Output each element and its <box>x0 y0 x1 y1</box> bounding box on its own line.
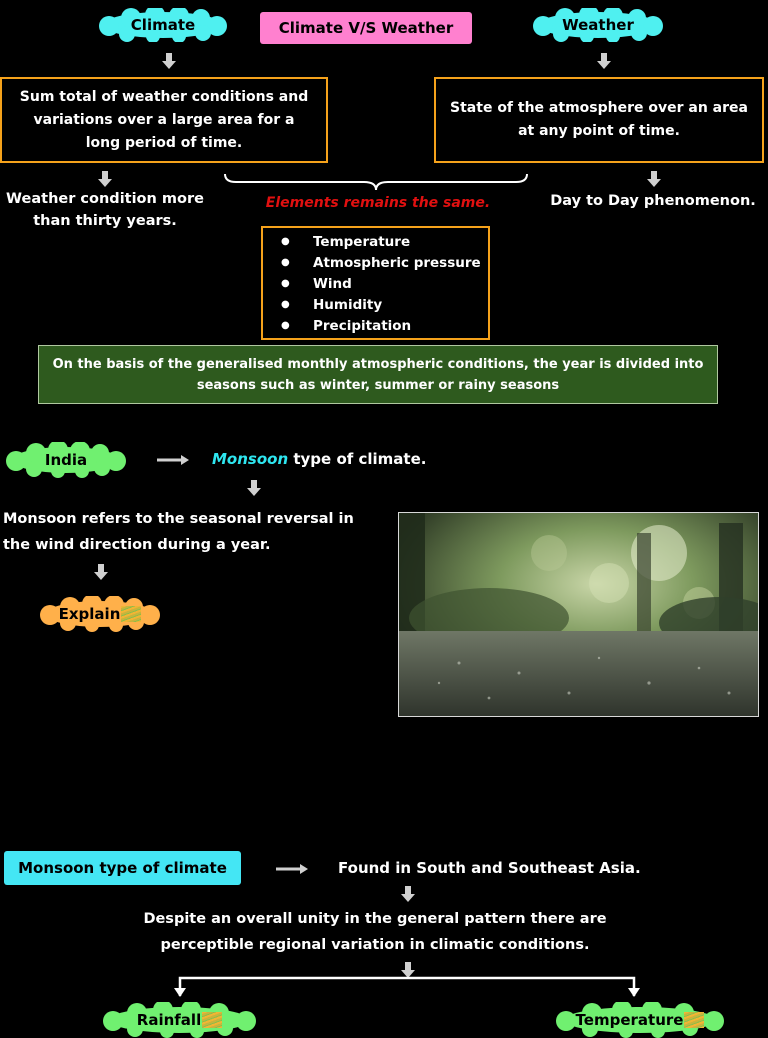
monsoon-definition: Monsoon refers to the seasonal reversal … <box>3 506 383 558</box>
seasons-note: On the basis of the generalised monthly … <box>51 354 705 396</box>
rain-photo <box>398 512 759 717</box>
arrow-down-icon <box>401 886 415 902</box>
monsoon-climate-box: Monsoon type of climate <box>4 851 241 885</box>
temperature-cloud[interactable]: Temperature <box>550 1002 730 1038</box>
temperature-button[interactable]: Temperature <box>550 1002 730 1038</box>
element-item: ●Temperature <box>281 231 488 252</box>
climate-definition: Sum total of weather conditions and vari… <box>14 86 314 155</box>
elements-title: Elements remains the same. <box>258 192 498 214</box>
element-item-label: Wind <box>313 276 352 292</box>
arrow-down-icon <box>98 171 112 187</box>
elements-list: ●Temperature●Atmospheric pressure●Wind●H… <box>281 231 488 336</box>
element-item-label: Atmospheric pressure <box>313 255 481 271</box>
climate-definition-box: Sum total of weather conditions and vari… <box>0 77 328 163</box>
seasons-box: On the basis of the generalised monthly … <box>38 345 718 404</box>
weather-definition-box: State of the atmosphere over an area at … <box>434 77 764 163</box>
arrow-down-icon <box>162 53 176 69</box>
element-item: ●Precipitation <box>281 315 488 336</box>
weather-cloud: Weather <box>527 8 669 42</box>
bullet-icon: ● <box>281 299 313 310</box>
weather-note: Day to Day phenomenon. <box>548 190 758 212</box>
bullet-icon: ● <box>281 236 313 247</box>
link-marker-icon <box>121 606 141 622</box>
arrow-down-icon <box>247 480 261 496</box>
rainfall-cloud[interactable]: Rainfall <box>97 1002 262 1038</box>
explain-cloud[interactable]: Explain <box>36 596 164 632</box>
explain-button[interactable]: Explain <box>36 596 164 632</box>
element-item: ●Atmospheric pressure <box>281 252 488 273</box>
weather-label: Weather <box>527 8 669 42</box>
element-item-label: Humidity <box>313 297 382 313</box>
page-title-text: Climate V/S Weather <box>279 19 453 37</box>
rain-scene-image <box>399 513 758 716</box>
monsoon-word: Monsoon <box>212 450 288 468</box>
arrow-right-icon <box>276 864 308 874</box>
element-item-label: Precipitation <box>313 318 411 334</box>
found-region-text: Found in South and Southeast Asia. <box>338 857 641 879</box>
rainfall-button[interactable]: Rainfall <box>97 1002 262 1038</box>
regional-variation-text: Despite an overall unity in the general … <box>100 906 650 958</box>
arrow-down-icon <box>647 171 661 187</box>
link-marker-icon <box>684 1012 704 1028</box>
climate-type-text: type of climate. <box>288 450 426 468</box>
bullet-icon: ● <box>281 320 313 331</box>
weather-definition: State of the atmosphere over an area at … <box>444 97 754 143</box>
climate-note: Weather condition more than thirty years… <box>4 188 206 232</box>
elements-box: ●Temperature●Atmospheric pressure●Wind●H… <box>261 226 490 340</box>
india-label: India <box>2 442 130 478</box>
india-cloud: India <box>2 442 130 478</box>
arrow-down-icon <box>597 53 611 69</box>
element-item-label: Temperature <box>313 234 410 250</box>
monsoon-climate-label: Monsoon type of climate <box>18 859 227 877</box>
climate-cloud: Climate <box>93 8 233 42</box>
brace-connector <box>222 170 530 192</box>
arrow-down-icon <box>94 564 108 580</box>
branch-connector <box>170 972 644 998</box>
page-title: Climate V/S Weather <box>260 12 472 44</box>
arrow-right-icon <box>157 455 189 465</box>
link-marker-icon <box>202 1012 222 1028</box>
explain-label: Explain <box>59 605 121 623</box>
bullet-icon: ● <box>281 257 313 268</box>
element-item: ●Wind <box>281 273 488 294</box>
rainfall-label: Rainfall <box>137 1011 201 1029</box>
element-item: ●Humidity <box>281 294 488 315</box>
climate-label: Climate <box>93 8 233 42</box>
india-climate-type: Monsoon type of climate. <box>212 448 426 470</box>
bullet-icon: ● <box>281 278 313 289</box>
temperature-label: Temperature <box>576 1011 684 1029</box>
